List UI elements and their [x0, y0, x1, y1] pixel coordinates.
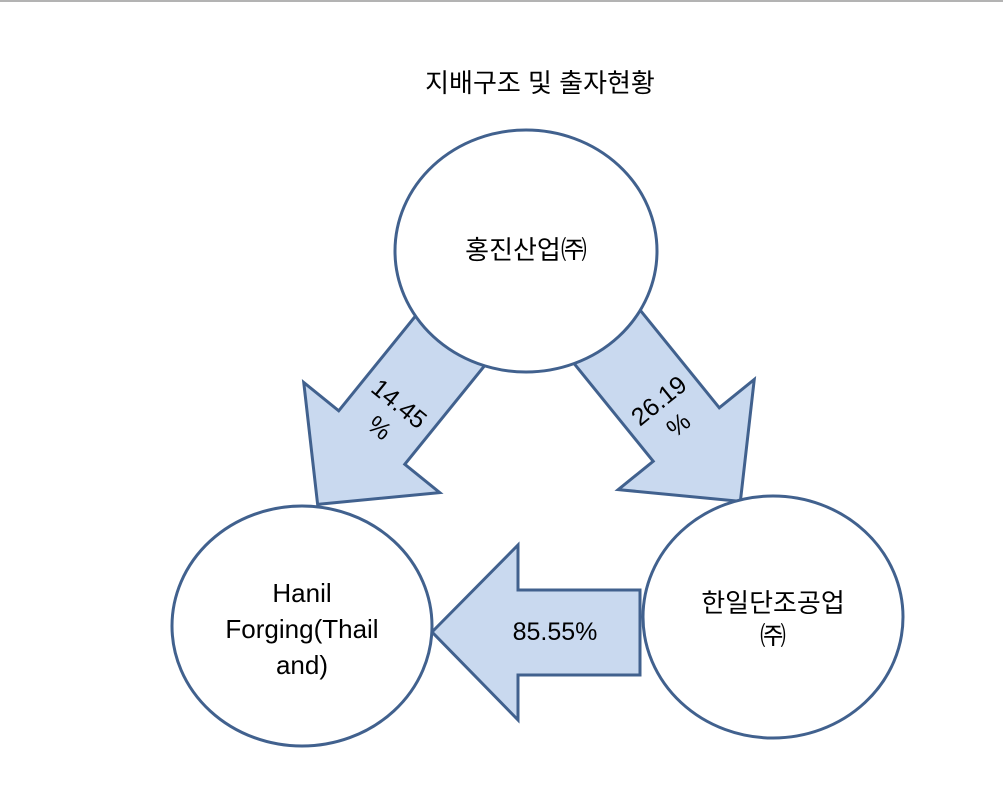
arrow-hongjin-to-hanil-danjo-shape: [560, 293, 757, 504]
node-hanil-danjo-label-line1: 한일단조공업: [701, 588, 845, 618]
page-top-border: [0, 0, 1003, 2]
node-hanil-danjo-label: 한일단조공업 ㈜: [701, 588, 845, 651]
arrow-hongjin-to-hanil-forging-shape: [301, 296, 498, 507]
node-hanil-forging-label-line2: Forging(Thail: [225, 614, 378, 644]
diagram-title: 지배구조 및 출자현황: [425, 68, 655, 98]
node-hanil-danjo-circle: [641, 494, 905, 740]
node-hongjin-label: 홍진산업㈜: [465, 235, 587, 265]
arrow-hanil-danjo-to-hanil-forging: 85.55%: [429, 541, 642, 724]
edge-label-85-55: 85.55%: [513, 618, 598, 646]
arrow-hongjin-to-hanil-danjo: 26.19 %: [560, 293, 757, 504]
node-hongjin-circle: [393, 128, 659, 374]
arrow-hongjin-to-hanil-forging: 14.45 %: [301, 296, 498, 507]
node-hanil-forging-label: Hanil Forging(Thail and): [225, 578, 378, 680]
node-hanil-forging-circle: [170, 504, 434, 748]
node-hanil-forging-label-line1: Hanil: [272, 578, 331, 608]
arrow-hanil-danjo-to-hanil-forging-shape: [429, 541, 642, 724]
node-hanil-forging-label-line3: and): [276, 650, 328, 680]
node-hanil-danjo-label-line2: ㈜: [760, 621, 786, 651]
